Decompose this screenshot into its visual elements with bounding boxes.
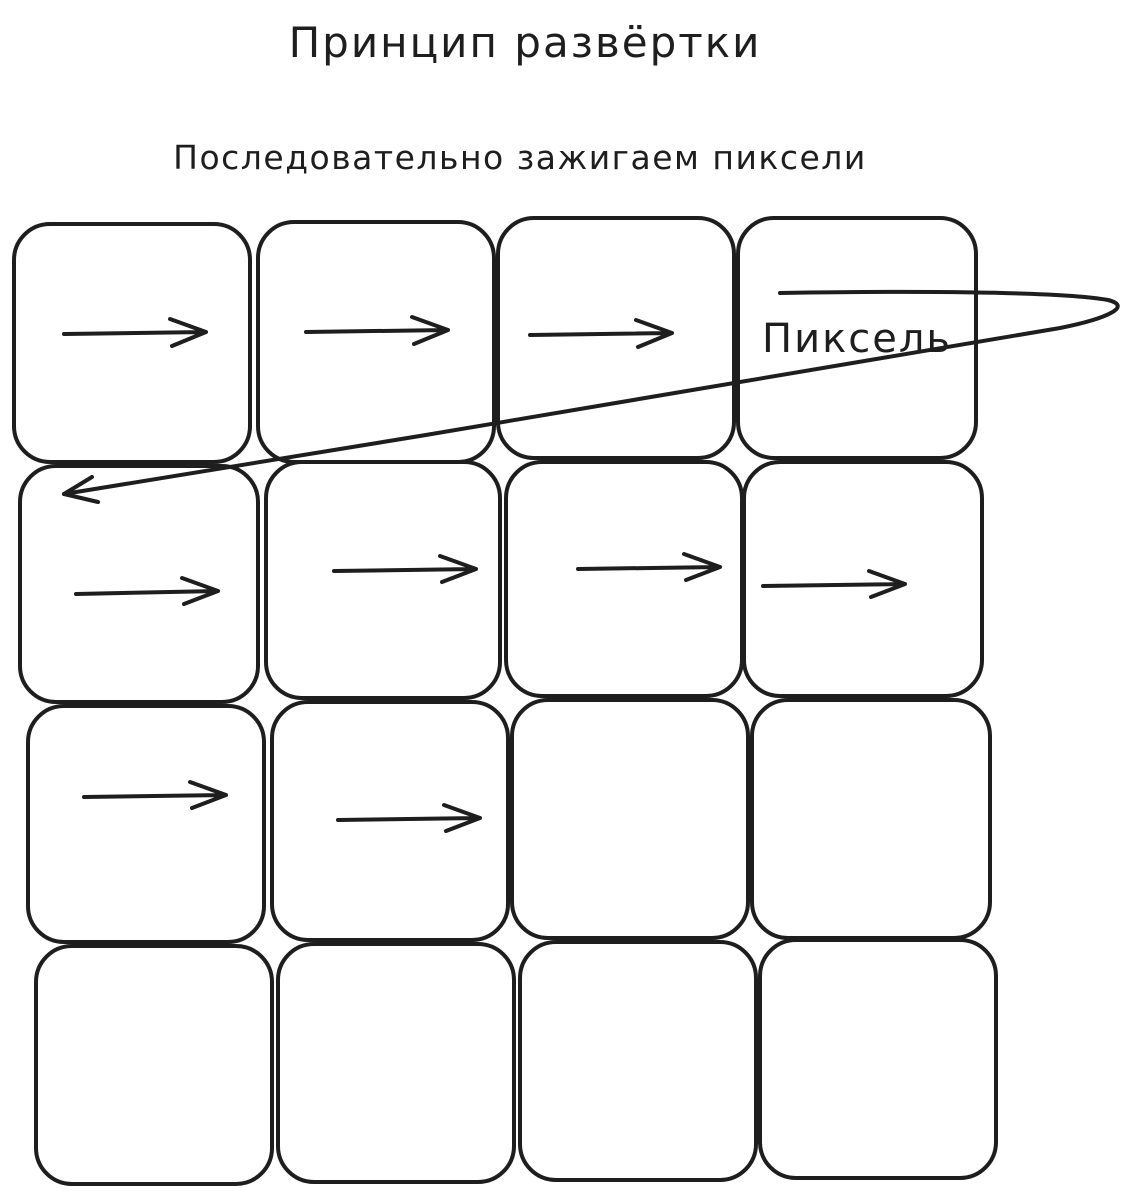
diagram-subtitle: Последовательно зажигаем пиксели bbox=[173, 138, 867, 177]
pixel-cell bbox=[12, 222, 252, 464]
pixel-cell bbox=[750, 698, 992, 940]
pixel-cell bbox=[18, 464, 260, 704]
scan-arrow bbox=[761, 569, 907, 599]
pixel-label: Пиксель bbox=[762, 316, 952, 362]
retrace-arrow bbox=[62, 289, 1120, 496]
scan-arrow bbox=[62, 317, 208, 348]
scan-arrow bbox=[576, 552, 722, 582]
pixel-cell bbox=[504, 460, 744, 698]
diagram-title: Принцип развёртки bbox=[288, 18, 762, 67]
pixel-cell bbox=[518, 940, 758, 1182]
pixel-cell bbox=[736, 216, 978, 460]
pixel-cell bbox=[256, 220, 496, 464]
scan-arrow bbox=[304, 315, 450, 346]
scan-arrow bbox=[74, 576, 220, 606]
pixel-cell bbox=[758, 938, 998, 1180]
pixel-cell bbox=[496, 216, 736, 460]
scan-arrow bbox=[82, 780, 228, 810]
pixel-cell bbox=[742, 460, 984, 698]
pixel-cell bbox=[26, 704, 266, 944]
pixel-cell bbox=[34, 944, 274, 1186]
pixel-cell bbox=[276, 942, 516, 1184]
scan-arrow bbox=[336, 803, 482, 833]
scan-arrow bbox=[332, 554, 478, 584]
retrace-arrowhead bbox=[62, 475, 100, 504]
pixel-cell bbox=[264, 460, 502, 700]
scan-arrow bbox=[528, 318, 674, 349]
pixel-cell bbox=[510, 698, 750, 940]
